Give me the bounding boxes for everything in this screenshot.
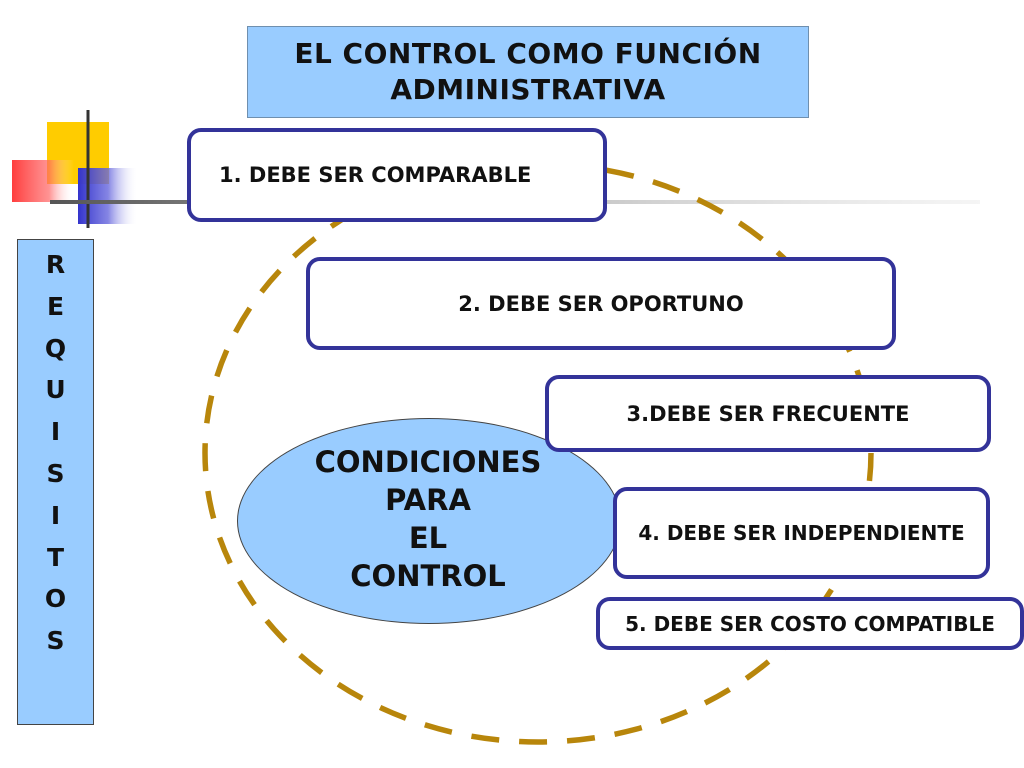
center-ellipse bbox=[237, 418, 621, 624]
side-letter: Q bbox=[44, 333, 67, 363]
side-letter: S bbox=[46, 626, 65, 656]
side-label-box: R E Q U I S I T O S bbox=[17, 239, 94, 725]
requirement-label: 4. Debe ser independiente bbox=[638, 521, 965, 545]
requirement-box-2: 2. Debe ser oportuno bbox=[306, 257, 896, 350]
page-title: El control como función administrativa bbox=[294, 37, 762, 106]
requirement-box-1: 1. Debe ser comparable bbox=[187, 128, 607, 222]
side-letter: O bbox=[44, 584, 67, 614]
side-letter: I bbox=[50, 417, 61, 447]
requirement-box-4: 4. Debe ser independiente bbox=[613, 487, 990, 579]
side-letter: I bbox=[50, 500, 61, 530]
requirement-label: 3.Debe ser frecuente bbox=[626, 401, 910, 426]
center-label: Condiciones para el control bbox=[300, 443, 556, 595]
title-box: El control como función administrativa bbox=[247, 26, 809, 118]
requirement-box-5: 5. Debe ser costo compatible bbox=[596, 597, 1024, 650]
requirement-label: 5. Debe ser costo compatible bbox=[625, 611, 995, 636]
decor-red-square bbox=[12, 160, 74, 202]
side-letter: S bbox=[46, 458, 65, 488]
side-label: R E Q U I S I T O S bbox=[18, 244, 93, 662]
requirement-label: 2. Debe ser oportuno bbox=[458, 291, 744, 316]
center-label-line: para bbox=[385, 483, 471, 517]
side-letter: U bbox=[45, 375, 66, 405]
center-label-line: control bbox=[350, 559, 506, 593]
center-label-line: Condiciones bbox=[314, 445, 542, 479]
side-letter: E bbox=[46, 291, 65, 321]
side-letter: T bbox=[46, 542, 65, 572]
requirement-box-3: 3.Debe ser frecuente bbox=[545, 375, 991, 452]
side-letter: R bbox=[45, 250, 66, 279]
requirement-label: 1. Debe ser comparable bbox=[219, 163, 532, 187]
center-label-line: el bbox=[408, 521, 448, 555]
